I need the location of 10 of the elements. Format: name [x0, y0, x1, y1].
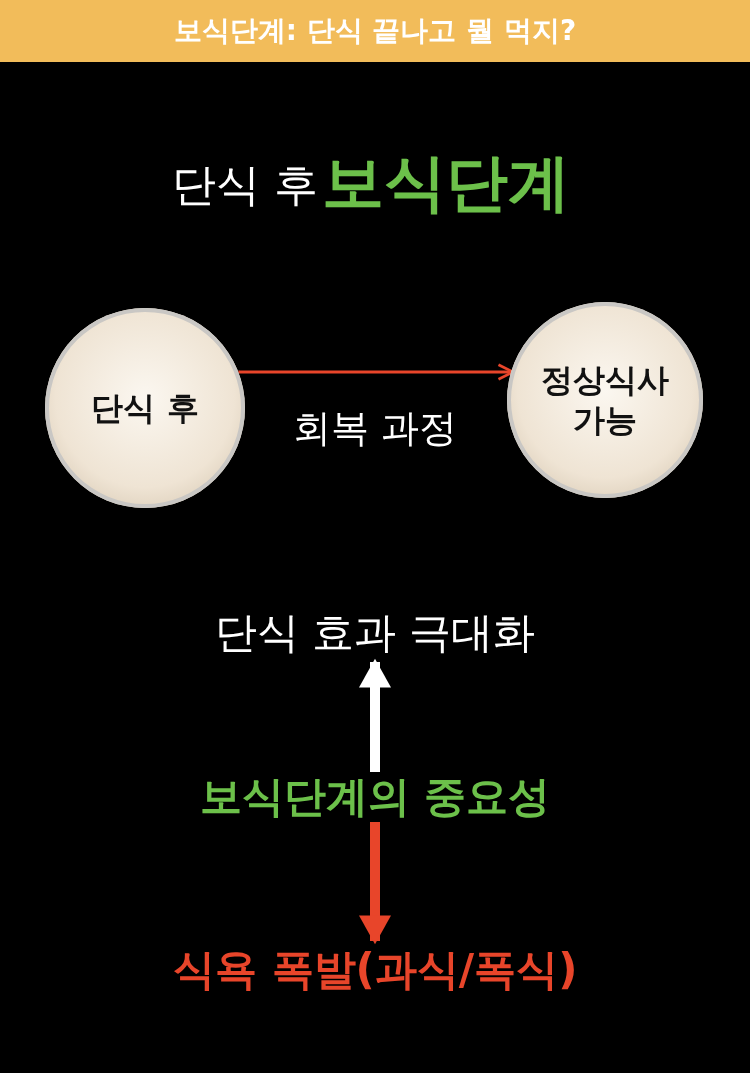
arrow	[359, 658, 391, 772]
node-text: 보식단계의 중요성	[199, 772, 551, 822]
arrow	[359, 822, 391, 945]
heading-text: 보식단계	[322, 148, 570, 218]
title: 보식단계: 단식 끝나고 뭘 먹지?	[172, 13, 578, 49]
node-text: 단식 효과 극대화	[214, 608, 536, 658]
heading-text: 단식 후	[172, 159, 318, 211]
node-text: 단식 후	[91, 388, 199, 428]
node-text: 정상식사 가능	[540, 360, 670, 440]
node-text: 식욕 폭발(과식/폭식)	[173, 945, 578, 995]
